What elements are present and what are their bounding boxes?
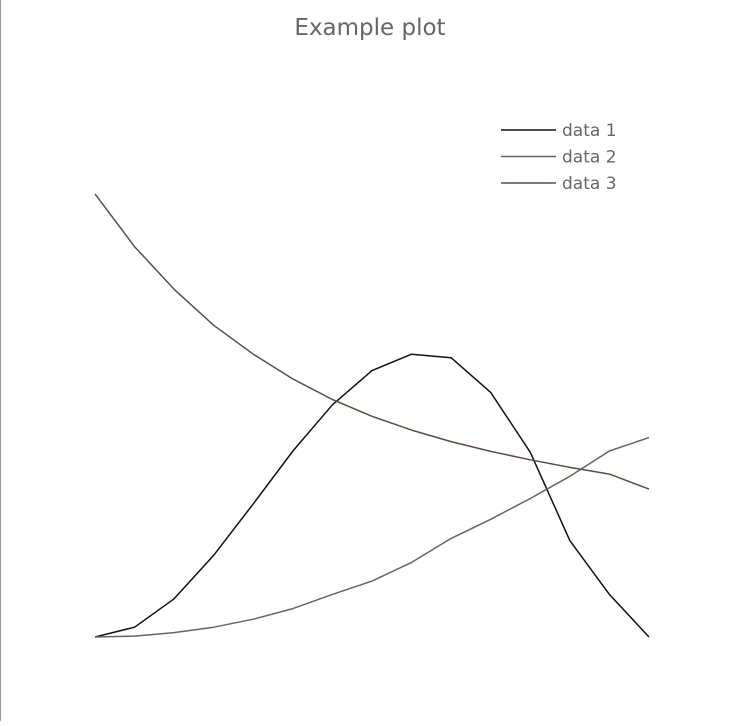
series-layer (94, 193, 650, 638)
series-line-3 (94, 193, 650, 490)
legend-label-3: data 3 (562, 174, 617, 194)
series-line-2 (94, 436, 650, 638)
chart-title: Example plot (294, 15, 445, 41)
legend-item-1: data 1 (501, 121, 617, 141)
legend-item-2: data 2 (501, 148, 617, 168)
legend: data 1 data 2 data 3 (501, 121, 617, 194)
legend-item-3: data 3 (501, 174, 617, 194)
series-line-1 (94, 353, 650, 638)
legend-label-1: data 1 (562, 121, 617, 141)
legend-label-2: data 2 (562, 148, 617, 168)
